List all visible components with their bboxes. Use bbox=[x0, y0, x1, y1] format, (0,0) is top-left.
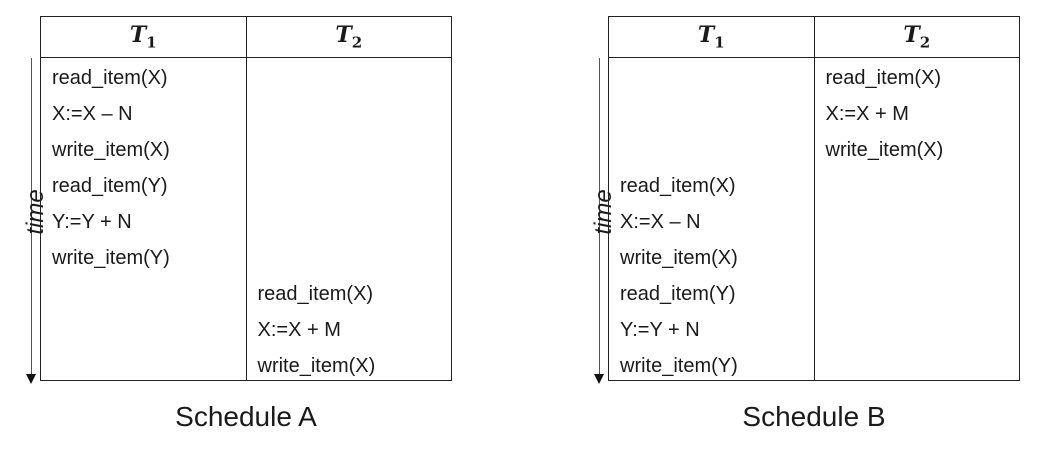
operation-row: write_item(X) bbox=[52, 139, 170, 161]
t1-operations: read_item(X) X:=X – N write_item(X) read_it… bbox=[620, 168, 810, 384]
time-axis: time bbox=[590, 58, 617, 388]
operation-row: read_item(X) bbox=[620, 175, 736, 197]
operation-row: write_item(X) bbox=[257, 355, 376, 377]
operation-row: read_item(Y) bbox=[52, 175, 168, 197]
operation-row: write_item(X) bbox=[620, 247, 738, 269]
t2-operations: read_item(X) X:=X + M write_item(X) bbox=[258, 276, 448, 384]
operation-row: X:=X + M bbox=[257, 319, 341, 341]
column-header-t1: T1 bbox=[40, 16, 247, 58]
operation-row: write_item(Y) bbox=[52, 247, 170, 269]
schedule-caption: Schedule B bbox=[742, 401, 886, 432]
time-axis: time bbox=[22, 58, 49, 388]
t2-operations: read_item(X) X:=X + M write_item(X) bbox=[826, 60, 1016, 168]
operation-row: read_item(X) bbox=[825, 67, 942, 89]
operation-row: read_item(X) bbox=[257, 283, 374, 305]
t1-column: read_item(X) X:=X – N write_item(X) read_it… bbox=[40, 57, 247, 381]
column-header-t2: T2 bbox=[813, 16, 1020, 58]
operation-row: Y:=Y + N bbox=[620, 319, 700, 341]
time-axis-line bbox=[599, 58, 600, 376]
column-header-t1: T1 bbox=[608, 16, 815, 58]
operation-row: X:=X – N bbox=[52, 103, 133, 125]
time-axis-line bbox=[31, 58, 32, 376]
arrow-down-icon bbox=[594, 374, 604, 384]
operation-row: read_item(Y) bbox=[620, 283, 736, 305]
column-header-t2: T2 bbox=[245, 16, 452, 58]
operation-row: read_item(X) bbox=[52, 67, 168, 89]
operation-row: X:=X – N bbox=[620, 211, 701, 233]
schedule-b: time T1 T2 read_item(X) X:=X – N write_ite… bbox=[568, 0, 1028, 449]
operation-row: X:=X + M bbox=[825, 103, 909, 125]
operation-row: Y:=Y + N bbox=[52, 211, 132, 233]
t1-column: read_item(X) X:=X – N write_item(X) read_it… bbox=[608, 57, 815, 384]
t2-column: read_item(X) X:=X + M write_item(X) bbox=[813, 57, 1020, 381]
schedule-a: time T1 T2 read_item(X) X:=X – N write_ite… bbox=[0, 0, 460, 449]
operation-row: write_item(X) bbox=[825, 139, 944, 161]
operation-row: write_item(Y) bbox=[620, 355, 738, 377]
t2-column: read_item(X) X:=X + M write_item(X) bbox=[245, 57, 452, 384]
arrow-down-icon bbox=[26, 374, 36, 384]
schedule-caption: Schedule A bbox=[175, 401, 317, 432]
t1-operations: read_item(X) X:=X – N write_item(X) read_it… bbox=[52, 60, 242, 276]
